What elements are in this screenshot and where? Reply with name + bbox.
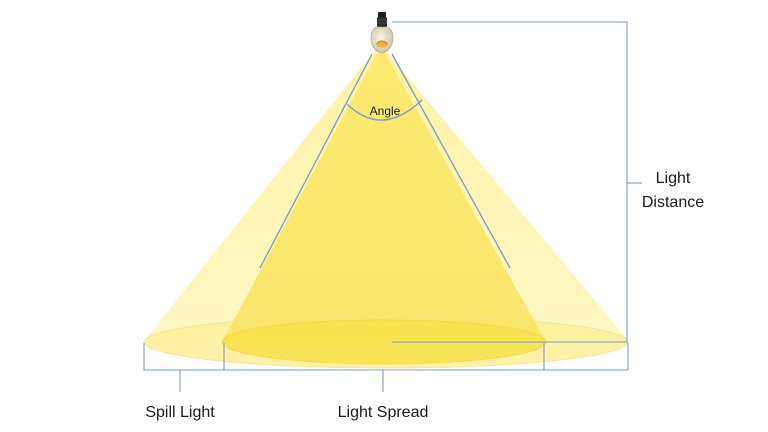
light-spread-ground [222, 320, 546, 364]
light-spread-label: Light Spread [338, 404, 429, 421]
light-bulb-icon [370, 12, 394, 54]
light-distance-label-line2: Distance [642, 194, 704, 211]
spill-light-label: Spill Light [145, 404, 215, 421]
light-spread-cone [222, 46, 546, 342]
light-spread-bracket [223, 343, 545, 371]
angle-left-line [259, 53, 373, 269]
angle-right-line [391, 53, 511, 269]
light-distance-bracket [392, 21, 628, 343]
angle-arc [346, 99, 423, 121]
angle-label: Angle [370, 104, 401, 118]
light-distance-label-line1: Light [656, 170, 691, 187]
